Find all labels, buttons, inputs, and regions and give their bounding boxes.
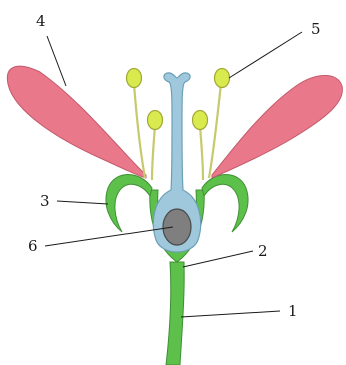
petal-left [7, 66, 146, 178]
filament-left-inner [152, 126, 155, 180]
leader-6 [45, 227, 173, 246]
anther-left-outer [127, 69, 142, 88]
leader-4 [47, 36, 66, 86]
callout-label-6: 6 [28, 237, 38, 255]
leader-3 [57, 201, 108, 204]
anther-right-outer [215, 69, 230, 88]
callout-label-3: 3 [40, 192, 50, 210]
callout-label-1: 1 [288, 302, 298, 320]
petal-right [212, 76, 342, 179]
callout-label-4: 4 [36, 12, 46, 30]
sepal-right [202, 175, 248, 233]
filament-right-inner [200, 126, 203, 180]
filament-right-outer [209, 84, 221, 178]
sepal-left [106, 175, 152, 233]
leader-1 [181, 311, 280, 317]
leader-5 [229, 32, 302, 78]
anther-left-inner [148, 111, 163, 130]
stem [166, 262, 184, 365]
leader-2 [183, 251, 253, 267]
callout-label-2: 2 [258, 242, 268, 260]
anther-right-inner [193, 111, 208, 130]
callout-label-5: 5 [311, 20, 321, 38]
ovule [163, 209, 191, 245]
